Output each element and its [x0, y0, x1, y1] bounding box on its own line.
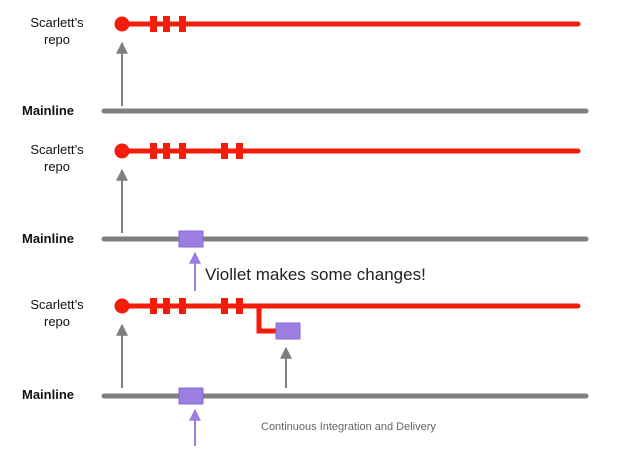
repo-label-line-2: repo [43, 32, 71, 47]
mainline-label: Mainline [22, 231, 75, 246]
commit-icon [179, 143, 186, 159]
commit-icon [150, 16, 157, 32]
change-icon [178, 387, 204, 405]
commit-icon [150, 298, 157, 314]
commit-icon [163, 143, 170, 159]
repo-label-line-1: Scarlett’s [30, 142, 84, 157]
repo-label-line-2: repo [43, 159, 71, 174]
repo-label-line-1: Scarlett’s [30, 297, 84, 312]
commit-icon [221, 143, 228, 159]
repo-label: Scarlett’s repo [17, 14, 97, 48]
commit-icon [179, 298, 186, 314]
commit-icon [179, 16, 186, 32]
origin-icon [114, 143, 130, 159]
callout-text: Viollet makes some changes! [205, 265, 426, 284]
origin-icon [114, 16, 130, 32]
commit-icon [163, 298, 170, 314]
repo-label: Scarlett’s repo [17, 141, 97, 175]
panel-3 [101, 298, 589, 446]
footer-caption: Continuous Integration and Delivery [261, 421, 436, 433]
repo-label-line-2: repo [43, 314, 71, 329]
panel-1 [101, 16, 589, 114]
change-icon [275, 322, 301, 340]
commit-icon [163, 16, 170, 32]
mainline-label: Mainline [22, 387, 75, 402]
change-icon [178, 230, 204, 248]
mainline-label: Mainline [22, 103, 75, 118]
repo-label: Scarlett’s repo [17, 296, 97, 330]
merge-branch-line [256, 306, 279, 334]
panel-2 [101, 143, 589, 291]
commit-icon [221, 298, 228, 314]
repo-label-line-1: Scarlett’s [30, 15, 84, 30]
origin-icon [114, 298, 130, 314]
commit-icon [150, 143, 157, 159]
commit-icon [236, 143, 243, 159]
commit-icon [236, 298, 243, 314]
